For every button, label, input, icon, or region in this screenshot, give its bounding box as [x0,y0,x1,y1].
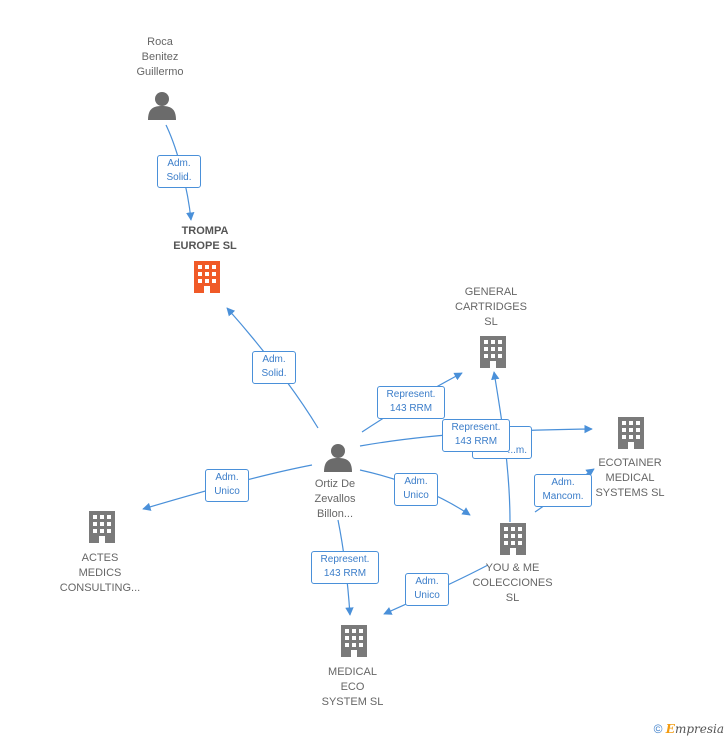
node-label-medical[interactable]: MEDICAL ECO SYSTEM SL [321,666,384,708]
edge-label-youme-ecotainer[interactable]: Adm. Mancom. [534,474,592,507]
brand-logo-initial: E [665,722,675,736]
person-icon[interactable] [324,444,352,472]
building-icon[interactable] [341,625,367,657]
node-label-actes[interactable]: ACTES MEDICS CONSULTING... [59,552,141,594]
footer-brand[interactable]: © Empresia [654,722,724,736]
edge-label-ortiz-actes[interactable]: Adm. Unico [205,469,249,502]
building-icon[interactable] [500,523,526,555]
person-icon[interactable] [148,92,176,120]
edge-label-ortiz-general[interactable]: Represent. 143 RRM [377,386,445,419]
edge-label-roca-trompa[interactable]: Adm. Solid. [157,155,201,188]
node-label-trompa[interactable]: TROMPA EUROPE SL [173,225,237,252]
node-label-youme[interactable]: YOU & ME COLECCIONES SL [472,562,553,604]
edge-label-youme-medical[interactable]: Adm. Unico [405,573,449,606]
copyright-symbol: © [653,722,663,736]
edge-label-ortiz-trompa[interactable]: Adm. Solid. [252,351,296,384]
node-label-roca[interactable]: Roca Benitez Guillermo [136,36,184,78]
edge-label-ortiz-ecotainer[interactable]: Represent. 143 RRM [442,419,510,452]
node-label-general[interactable]: GENERAL CARTRIDGES SL [455,286,527,328]
edge-label-ortiz-medical[interactable]: Represent. 143 RRM [311,551,379,584]
building-icon[interactable] [618,417,644,449]
building-icon[interactable] [89,511,115,543]
node-label-ortiz[interactable]: Ortiz De Zevallos Billon... [314,478,356,520]
node-label-ecotainer[interactable]: ECOTAINER MEDICAL SYSTEMS SL [595,457,665,499]
edge-label-ortiz-youme[interactable]: Adm. Unico [394,473,438,506]
building-icon[interactable] [480,336,506,368]
brand-logo-rest: mpresia [674,722,724,736]
building-icon[interactable] [194,261,220,293]
